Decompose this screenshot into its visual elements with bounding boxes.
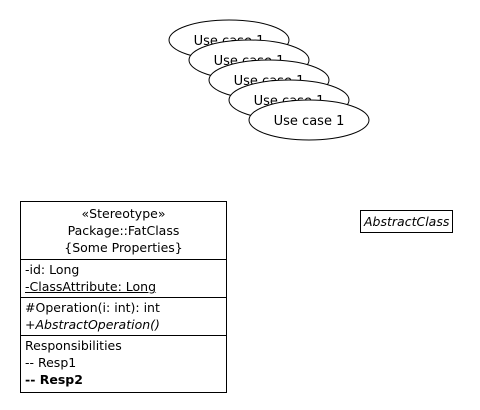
- class-name: Package::FatClass: [67, 223, 180, 238]
- abstract-class-box[interactable]: AbstractClass: [360, 210, 454, 233]
- abstract-class-name: AbstractClass: [364, 214, 450, 229]
- class-header: «Stereotype» Package::FatClass {Some Pro…: [21, 202, 226, 260]
- responsibility-resp2: -- Resp2: [25, 372, 83, 387]
- operation-operation: #Operation(i: int): int: [25, 300, 160, 315]
- class-properties: {Some Properties}: [64, 240, 183, 255]
- responsibility-resp1: -- Resp1: [25, 355, 77, 370]
- use-case-5[interactable]: Use case 1: [248, 99, 370, 141]
- operations-compartment: #Operation(i: int): int +AbstractOperati…: [21, 298, 226, 336]
- class-stereotype: «Stereotype»: [81, 206, 166, 221]
- attribute-id: -id: Long: [25, 262, 80, 277]
- operation-abstract-operation: +AbstractOperation(): [25, 317, 160, 332]
- attributes-compartment: -id: Long -ClassAttribute: Long: [21, 260, 226, 298]
- use-case-ellipse: [248, 99, 370, 141]
- attribute-class-attribute: -ClassAttribute: Long: [25, 279, 157, 294]
- responsibilities-title: Responsibilities: [25, 338, 122, 353]
- fat-class-box[interactable]: «Stereotype» Package::FatClass {Some Pro…: [20, 201, 227, 393]
- responsibilities-compartment: Responsibilities -- Resp1 -- Resp2: [21, 336, 226, 392]
- use-case-label: Use case 1: [274, 114, 345, 129]
